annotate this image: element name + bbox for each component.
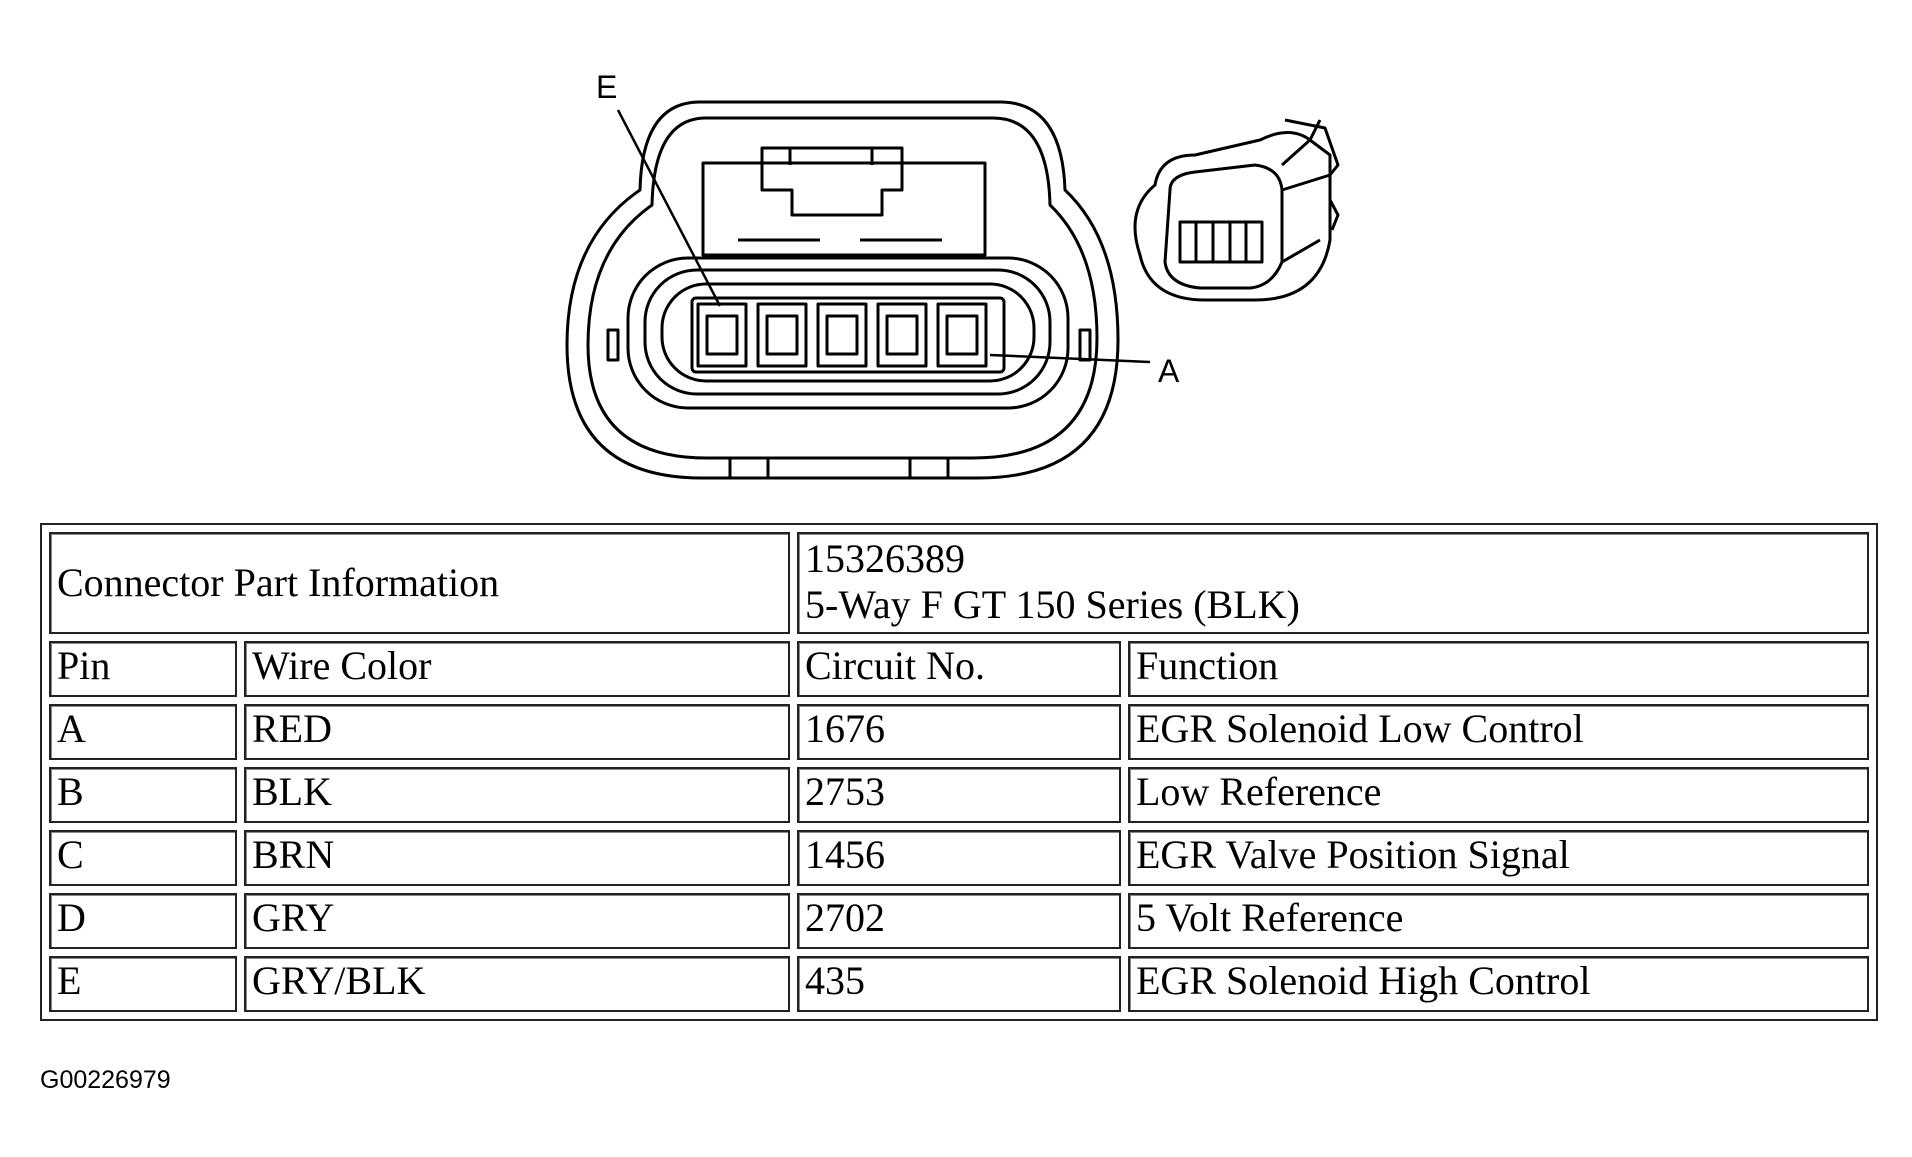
connector-diagram: E A xyxy=(565,69,1340,480)
cavity-c xyxy=(816,302,868,368)
function-cell: 5 Volt Reference xyxy=(1128,893,1869,949)
circuit-cell: 1456 xyxy=(797,830,1121,886)
circuit-cell: 2753 xyxy=(797,767,1121,823)
pin-cell: A xyxy=(49,704,237,760)
table-row: D GRY 2702 5 Volt Reference xyxy=(49,893,1869,949)
table-row: C BRN 1456 EGR Valve Position Signal xyxy=(49,830,1869,886)
part-info-value: 15326389 5-Way F GT 150 Series (BLK) xyxy=(797,532,1869,634)
part-info-row: Connector Part Information 15326389 5-Wa… xyxy=(49,532,1869,634)
callout-e-label: E xyxy=(596,69,617,105)
connector-outer-shell xyxy=(565,100,1120,480)
seal-outer xyxy=(626,256,1070,410)
pin-cell: C xyxy=(49,830,237,886)
header-row: Pin Wire Color Circuit No. Function xyxy=(49,641,1869,697)
function-cell: EGR Solenoid Low Control xyxy=(1128,704,1869,760)
table-row: E GRY/BLK 435 EGR Solenoid High Control xyxy=(49,956,1869,1012)
circuit-cell: 435 xyxy=(797,956,1121,1012)
function-cell: EGR Valve Position Signal xyxy=(1128,830,1869,886)
wire-color-cell: BLK xyxy=(244,767,790,823)
cavity-a xyxy=(936,302,988,368)
seal-mid xyxy=(643,268,1052,396)
header-function: Function xyxy=(1128,641,1869,697)
pin-cell: D xyxy=(49,893,237,949)
callout-a-leader xyxy=(989,353,1151,364)
wire-color-cell: BRN xyxy=(244,830,790,886)
connector-inner-shell xyxy=(586,116,1099,460)
circuit-cell: 1676 xyxy=(797,704,1121,760)
cavity-d xyxy=(756,302,808,368)
function-cell: Low Reference xyxy=(1128,767,1869,823)
wire-color-cell: GRY/BLK xyxy=(244,956,790,1012)
callout-e-leader xyxy=(616,109,722,307)
cavity-e xyxy=(696,302,748,368)
table-row: A RED 1676 EGR Solenoid Low Control xyxy=(49,704,1869,760)
wire-color-cell: RED xyxy=(244,704,790,760)
part-number: 15326389 xyxy=(805,536,965,581)
latch-housing xyxy=(701,161,987,257)
pin-cell: E xyxy=(49,956,237,1012)
callout-a-label: A xyxy=(1158,353,1180,389)
cavity-b xyxy=(876,302,928,368)
part-description: 5-Way F GT 150 Series (BLK) xyxy=(805,582,1300,627)
table-row: B BLK 2753 Low Reference xyxy=(49,767,1869,823)
circuit-cell: 2702 xyxy=(797,893,1121,949)
connector-pin-table: Connector Part Information 15326389 5-Wa… xyxy=(40,523,1878,1021)
connector-3d-view xyxy=(1133,118,1340,302)
header-circuit-no: Circuit No. xyxy=(797,641,1121,697)
function-cell: EGR Solenoid High Control xyxy=(1128,956,1869,1012)
header-pin: Pin xyxy=(49,641,237,697)
wire-color-cell: GRY xyxy=(244,893,790,949)
terminal-cavities xyxy=(690,296,1006,374)
figure-code: G00226979 xyxy=(40,1066,171,1094)
header-wire-color: Wire Color xyxy=(244,641,790,697)
pin-cell: B xyxy=(49,767,237,823)
seal-inner xyxy=(660,282,1036,383)
latch-tab xyxy=(760,146,904,217)
part-info-label: Connector Part Information xyxy=(49,532,790,634)
